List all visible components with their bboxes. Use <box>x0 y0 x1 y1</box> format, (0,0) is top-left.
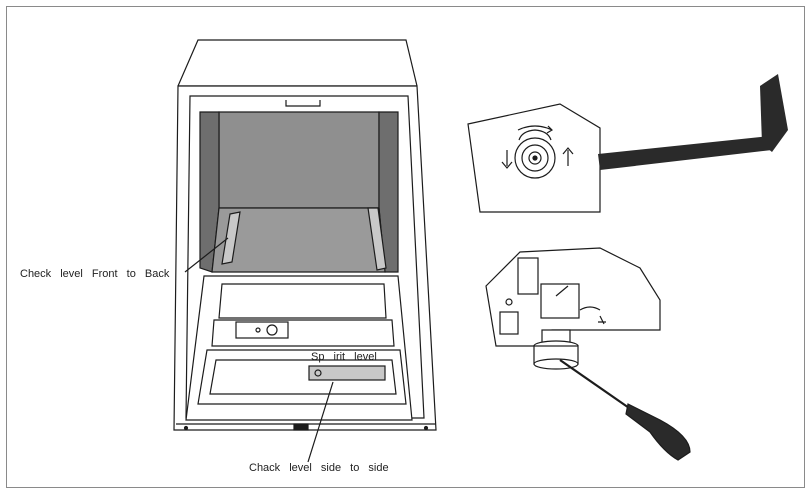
label-front-to-back: Check level Front to Back <box>20 268 170 280</box>
hex-key-icon <box>598 74 788 170</box>
rotate-arrow-icon <box>517 125 553 134</box>
arrow-up-icon <box>562 147 574 166</box>
leveling-foot-bottom-detail <box>485 247 661 370</box>
label-spirit-level: Sp irit level <box>311 351 377 363</box>
label-side-to-side: Chack level side to side <box>249 462 389 474</box>
screwdriver-icon <box>559 359 691 461</box>
dishwasher-illustration <box>173 39 437 463</box>
leveling-foot-detail <box>467 103 601 213</box>
arrow-down-icon <box>501 150 513 169</box>
